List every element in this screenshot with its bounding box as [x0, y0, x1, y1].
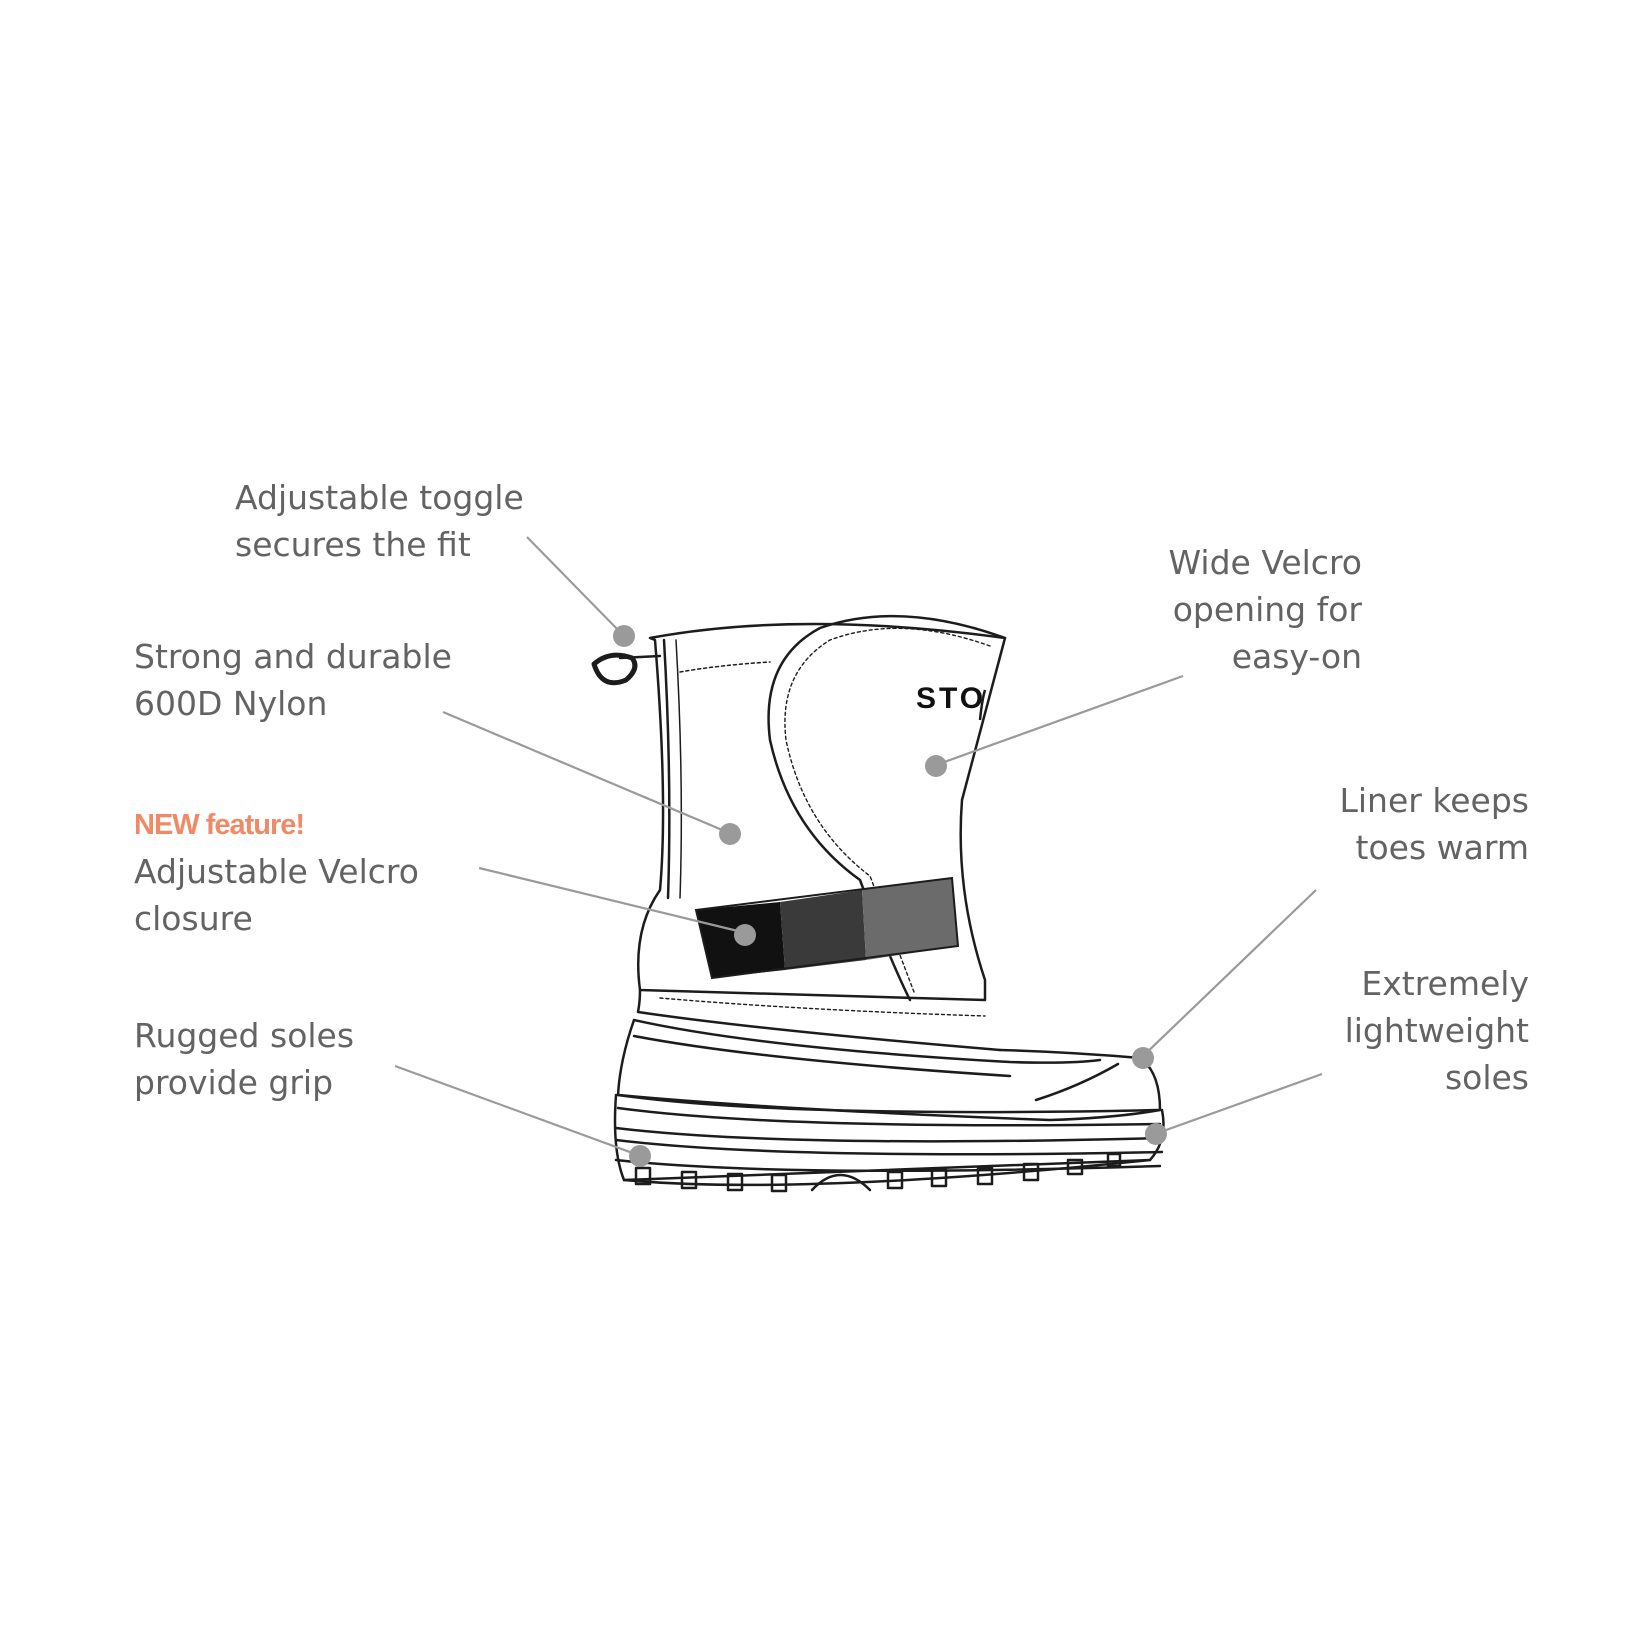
wide-velcro-label-line2: opening for	[1172, 590, 1362, 629]
boot-shaft-seam	[662, 638, 671, 900]
nylon-label-line2: 600D Nylon	[134, 684, 328, 723]
nylon-label-line1: Strong and durable	[134, 637, 452, 676]
soles-grip-leader	[394, 1064, 639, 1157]
boot-logo: STO	[916, 682, 986, 715]
soles-grip-dot	[629, 1145, 651, 1167]
shell-top	[636, 988, 1002, 1052]
velcro-closure-leader	[478, 866, 743, 934]
liner-dot	[1132, 1047, 1154, 1069]
lightweight-leader	[1154, 1072, 1323, 1136]
shell-body	[616, 1018, 1162, 1122]
callout-dots	[613, 625, 1167, 1167]
midsole-2	[614, 1126, 1164, 1143]
velcro-closure-dot	[734, 924, 756, 946]
liner-label-line1: Liner keeps	[1339, 781, 1529, 820]
lightweight-label: Extremely lightweight soles	[1345, 960, 1529, 1101]
liner-label-line2: toes warm	[1355, 828, 1529, 867]
toggle-leader	[526, 536, 623, 635]
nylon-label: Strong and durable 600D Nylon	[134, 633, 452, 727]
callout-lines	[394, 536, 1323, 1157]
tread-line	[622, 1158, 1152, 1187]
tread-lugs	[634, 1152, 1122, 1193]
wide-velcro-leader	[935, 674, 1184, 767]
toggle-label-line1: Adjustable toggle	[235, 478, 524, 517]
toe-crease	[1034, 1062, 1120, 1102]
wide-velcro-label-line1: Wide Velcro	[1168, 543, 1362, 582]
toggle-dot	[613, 625, 635, 647]
lightweight-label-line2: lightweight	[1344, 1011, 1529, 1050]
liner-label: Liner keeps toes warm	[1339, 777, 1529, 871]
wide-velcro-label: Wide Velcro opening for easy-on	[1169, 539, 1362, 680]
velcro-closure-label-line2: closure	[134, 899, 253, 938]
lightweight-dot	[1145, 1123, 1167, 1145]
shell-band	[632, 1018, 1102, 1064]
lightweight-label-line1: Extremely	[1361, 964, 1529, 1003]
velcro-strap	[694, 876, 960, 980]
velcro-closure-label: Adjustable Velcro closure	[134, 848, 419, 942]
soles-grip-label-line2: provide grip	[134, 1063, 334, 1102]
toggle-label-line2: secures the fit	[235, 525, 471, 564]
boot-shaft	[637, 622, 1007, 1002]
nylon-dot	[719, 823, 741, 845]
toggle-stopper	[591, 652, 638, 686]
wide-velcro-dot	[925, 755, 947, 777]
soles-grip-label: Rugged soles provide grip	[134, 1012, 354, 1106]
midsole-1	[616, 1093, 1162, 1114]
new-feature-badge: NEW feature!	[134, 809, 305, 841]
wide-velcro-label-line3: easy-on	[1231, 637, 1362, 676]
soles-grip-label-line1: Rugged soles	[134, 1016, 355, 1055]
nylon-leader	[442, 710, 728, 834]
lightweight-label-line3: soles	[1444, 1058, 1529, 1097]
velcro-closure-label-line1: Adjustable Velcro	[134, 852, 419, 891]
liner-leader	[1140, 889, 1317, 1059]
toggle-label: Adjustable toggle secures the fit	[235, 474, 524, 568]
